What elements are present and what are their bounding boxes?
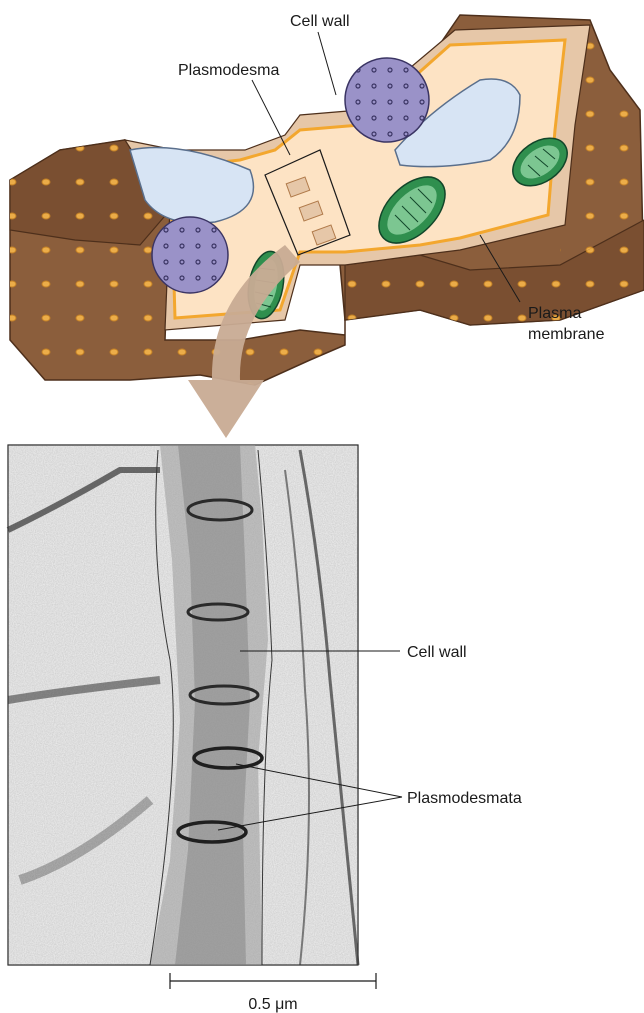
label-plasmodesmata: Plasmodesmata bbox=[407, 790, 522, 807]
nucleus-right bbox=[345, 58, 429, 142]
cell-cutaway bbox=[10, 15, 644, 438]
label-plasma-membrane-line2: membrane bbox=[528, 326, 605, 343]
label-cell-wall-top: Cell wall bbox=[290, 13, 350, 30]
scale-bar: 0.5 μm bbox=[170, 973, 376, 1013]
label-plasmodesma: Plasmodesma bbox=[178, 62, 279, 79]
electron-micrograph bbox=[8, 445, 358, 965]
nucleus-left bbox=[152, 217, 228, 293]
label-plasma-membrane-line1: Plasma bbox=[528, 305, 581, 322]
label-cell-wall-micrograph: Cell wall bbox=[407, 644, 467, 661]
scale-bar-label: 0.5 μm bbox=[248, 996, 297, 1013]
